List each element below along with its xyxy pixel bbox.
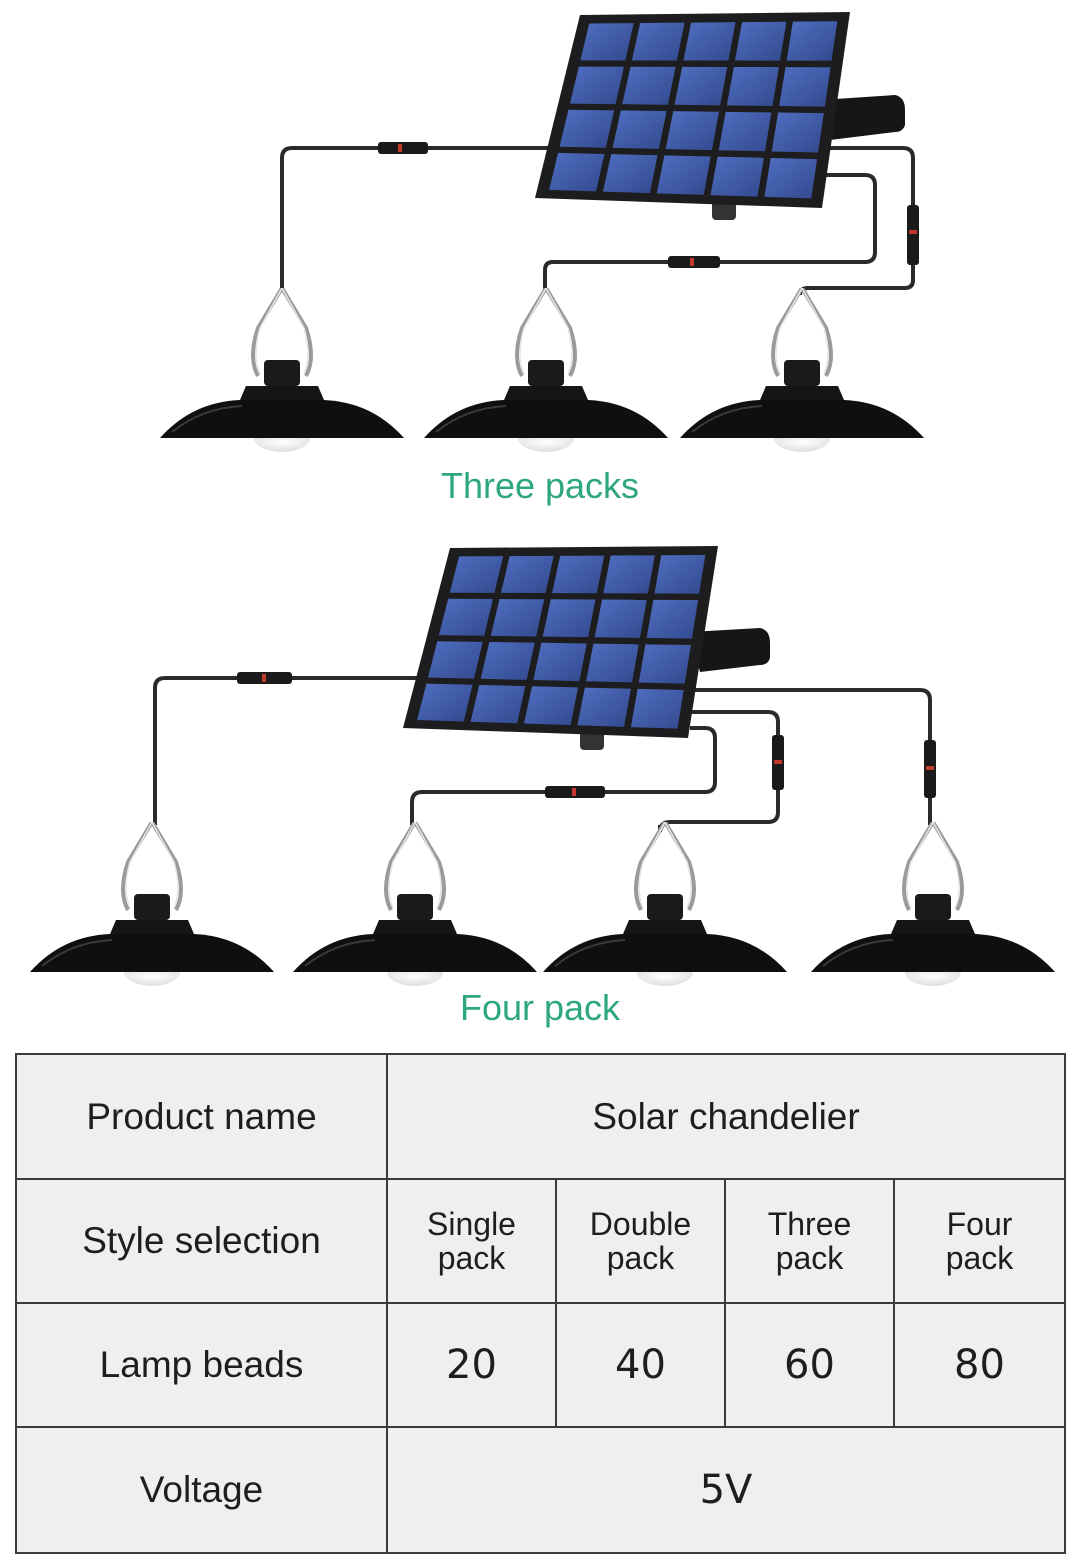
solar-cell [428,641,483,679]
style-selection-label: Style selection [15,1178,388,1304]
solar-cell [586,643,639,683]
lamp-1 [158,288,406,454]
lamp-3 [541,822,789,988]
solar-cell [569,66,624,105]
connectors [378,142,919,268]
style-option-three: Three pack [724,1178,895,1304]
solar-cell [580,23,634,61]
solar-cell [771,112,824,153]
style-option-line1: Four [946,1206,1013,1242]
solar-cell [665,111,719,151]
solar-cell [449,556,504,593]
solar-cell [683,22,736,61]
solar-cell [542,599,596,638]
lamp-4 [809,822,1057,988]
solar-cell [735,21,787,61]
lamp-beads-value: 60 [724,1302,895,1428]
solar-cell [594,599,647,638]
solar-cell [549,152,605,192]
style-option-line2: pack [437,1240,506,1276]
solar-cell [603,555,655,594]
row-style-selection: Style selection Single pack Double pack … [15,1178,1067,1304]
solar-cell [779,67,831,107]
row-lamp-beads: Lamp beads 20 40 60 80 [15,1302,1067,1428]
voltage-label: Voltage [15,1426,388,1554]
product-name-value: Solar chandelier [385,1053,1067,1180]
solar-panel [403,546,718,738]
solar-cell [552,555,605,594]
style-option-line2: pack [606,1240,675,1276]
solar-cell [710,156,764,197]
three-pack-illustration [158,12,926,454]
solar-cell [500,555,554,594]
style-option-line2: pack [945,1240,1014,1276]
four-pack-illustration [28,546,1057,988]
solar-cell [612,110,667,149]
solar-cell [602,154,658,194]
solar-cell [417,683,473,722]
solar-cell [630,688,684,729]
style-option-line1: Three [767,1206,852,1242]
solar-cell [786,21,838,61]
style-option-double: Double pack [555,1178,726,1304]
lamp-2 [422,288,670,454]
style-option-line1: Single [427,1206,516,1242]
lamp-beads-value: 40 [555,1302,726,1428]
solar-panel [535,12,850,208]
solar-cell [718,111,772,152]
solar-cell [480,641,535,680]
solar-cell [638,644,691,684]
style-option-line2: pack [775,1240,844,1276]
solar-cell [654,555,706,594]
voltage-value: 5V [385,1426,1067,1554]
style-option-four: Four pack [892,1178,1067,1304]
solar-cell [631,22,685,61]
product-name-label: Product name [15,1053,388,1180]
solar-cell [674,66,728,106]
lamp-3 [678,288,926,454]
spec-table: Product name Solar chandelier Style sele… [15,1053,1067,1554]
solar-cell [622,66,676,105]
solar-cell [523,686,579,726]
solar-cell [726,66,779,106]
lamp-beads-value: 20 [386,1302,557,1428]
lamp-2 [291,822,539,988]
solar-cell [490,599,545,637]
solar-cell [533,642,587,682]
row-voltage: Voltage 5V [15,1426,1067,1554]
solar-cell [577,687,631,727]
solar-cell [656,155,711,195]
lamp-beads-value: 80 [892,1302,1067,1428]
solar-cell [646,599,699,639]
style-option-line1: Double [589,1206,692,1242]
solar-cell [764,157,818,199]
solar-cell [470,684,526,724]
four-pack-caption: Four pack [459,987,621,1028]
solar-cell [438,598,493,636]
row-product-name: Product name Solar chandelier [15,1053,1067,1180]
lamp-1 [28,822,276,988]
lamp-beads-label: Lamp beads [15,1302,388,1428]
three-packs-caption: Three packs [440,465,640,506]
style-option-single: Single pack [386,1178,557,1304]
solar-cell [559,109,615,148]
